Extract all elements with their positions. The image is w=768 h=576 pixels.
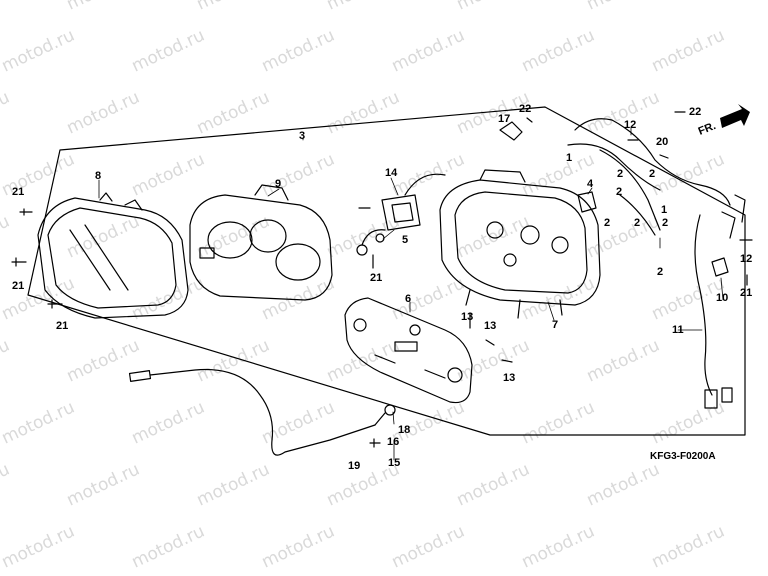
- callout-20: 20: [656, 136, 668, 148]
- callout-17: 17: [498, 113, 510, 125]
- callout-13: 13: [503, 372, 515, 384]
- leader-lines: [98, 127, 724, 461]
- callout-21: 21: [12, 186, 24, 198]
- callout-22: 22: [519, 103, 531, 115]
- callout-13: 13: [461, 311, 473, 323]
- callout-18: 18: [398, 424, 410, 436]
- callout-16: 16: [387, 436, 399, 448]
- callout-4: 4: [587, 178, 594, 190]
- callout-10: 10: [716, 292, 728, 304]
- callout-22: 22: [689, 106, 701, 118]
- callout-1: 1: [661, 204, 667, 216]
- front-label: FR.: [697, 120, 718, 138]
- lamp-socket-part: [577, 191, 597, 213]
- callout-6: 6: [405, 293, 411, 305]
- callout-7: 7: [552, 319, 558, 331]
- callout-2: 2: [616, 186, 622, 198]
- meter-panel-part: [189, 184, 333, 301]
- callout-11: 11: [672, 324, 684, 336]
- callout-21: 21: [56, 320, 68, 332]
- callout-8: 8: [95, 170, 101, 182]
- callout-2: 2: [649, 168, 655, 180]
- cable-clamp-part: [499, 121, 523, 141]
- callout-21: 21: [370, 272, 382, 284]
- assembly-outline: [27, 106, 746, 436]
- callout-19: 19: [348, 460, 360, 472]
- callout-9: 9: [275, 178, 281, 190]
- callout-21: 21: [12, 280, 24, 292]
- callout-5: 5: [402, 234, 408, 246]
- callout-21: 21: [740, 287, 752, 299]
- callout-14: 14: [385, 167, 398, 179]
- callout-2: 2: [657, 266, 663, 278]
- callout-2: 2: [604, 217, 610, 229]
- callout-2: 2: [617, 168, 623, 180]
- callout-labels: 3 8 9 21 21 21 21 21 14 5 6 7 13 13 13 1…: [12, 103, 752, 472]
- front-direction-arrow: FR.: [697, 104, 750, 138]
- rubber-part: [711, 257, 729, 277]
- screws: [11, 111, 753, 448]
- meter-case-part: [439, 169, 601, 319]
- socket-bracket-part: [356, 173, 446, 256]
- callout-1: 1: [566, 152, 572, 164]
- callout-2: 2: [662, 217, 668, 229]
- callout-12: 12: [740, 253, 752, 265]
- meter-lens-part: [37, 192, 189, 319]
- callout-12: 12: [624, 119, 636, 131]
- diagram-code: KFG3-F0200A: [650, 451, 716, 462]
- callout-15: 15: [388, 457, 400, 469]
- callout-2: 2: [634, 217, 640, 229]
- callout-13: 13: [484, 320, 496, 332]
- printed-circuit-board-part: [344, 297, 473, 404]
- callout-3: 3: [299, 130, 305, 142]
- wire-harness-part: [567, 118, 746, 409]
- speedometer-cable-part: [128, 368, 396, 456]
